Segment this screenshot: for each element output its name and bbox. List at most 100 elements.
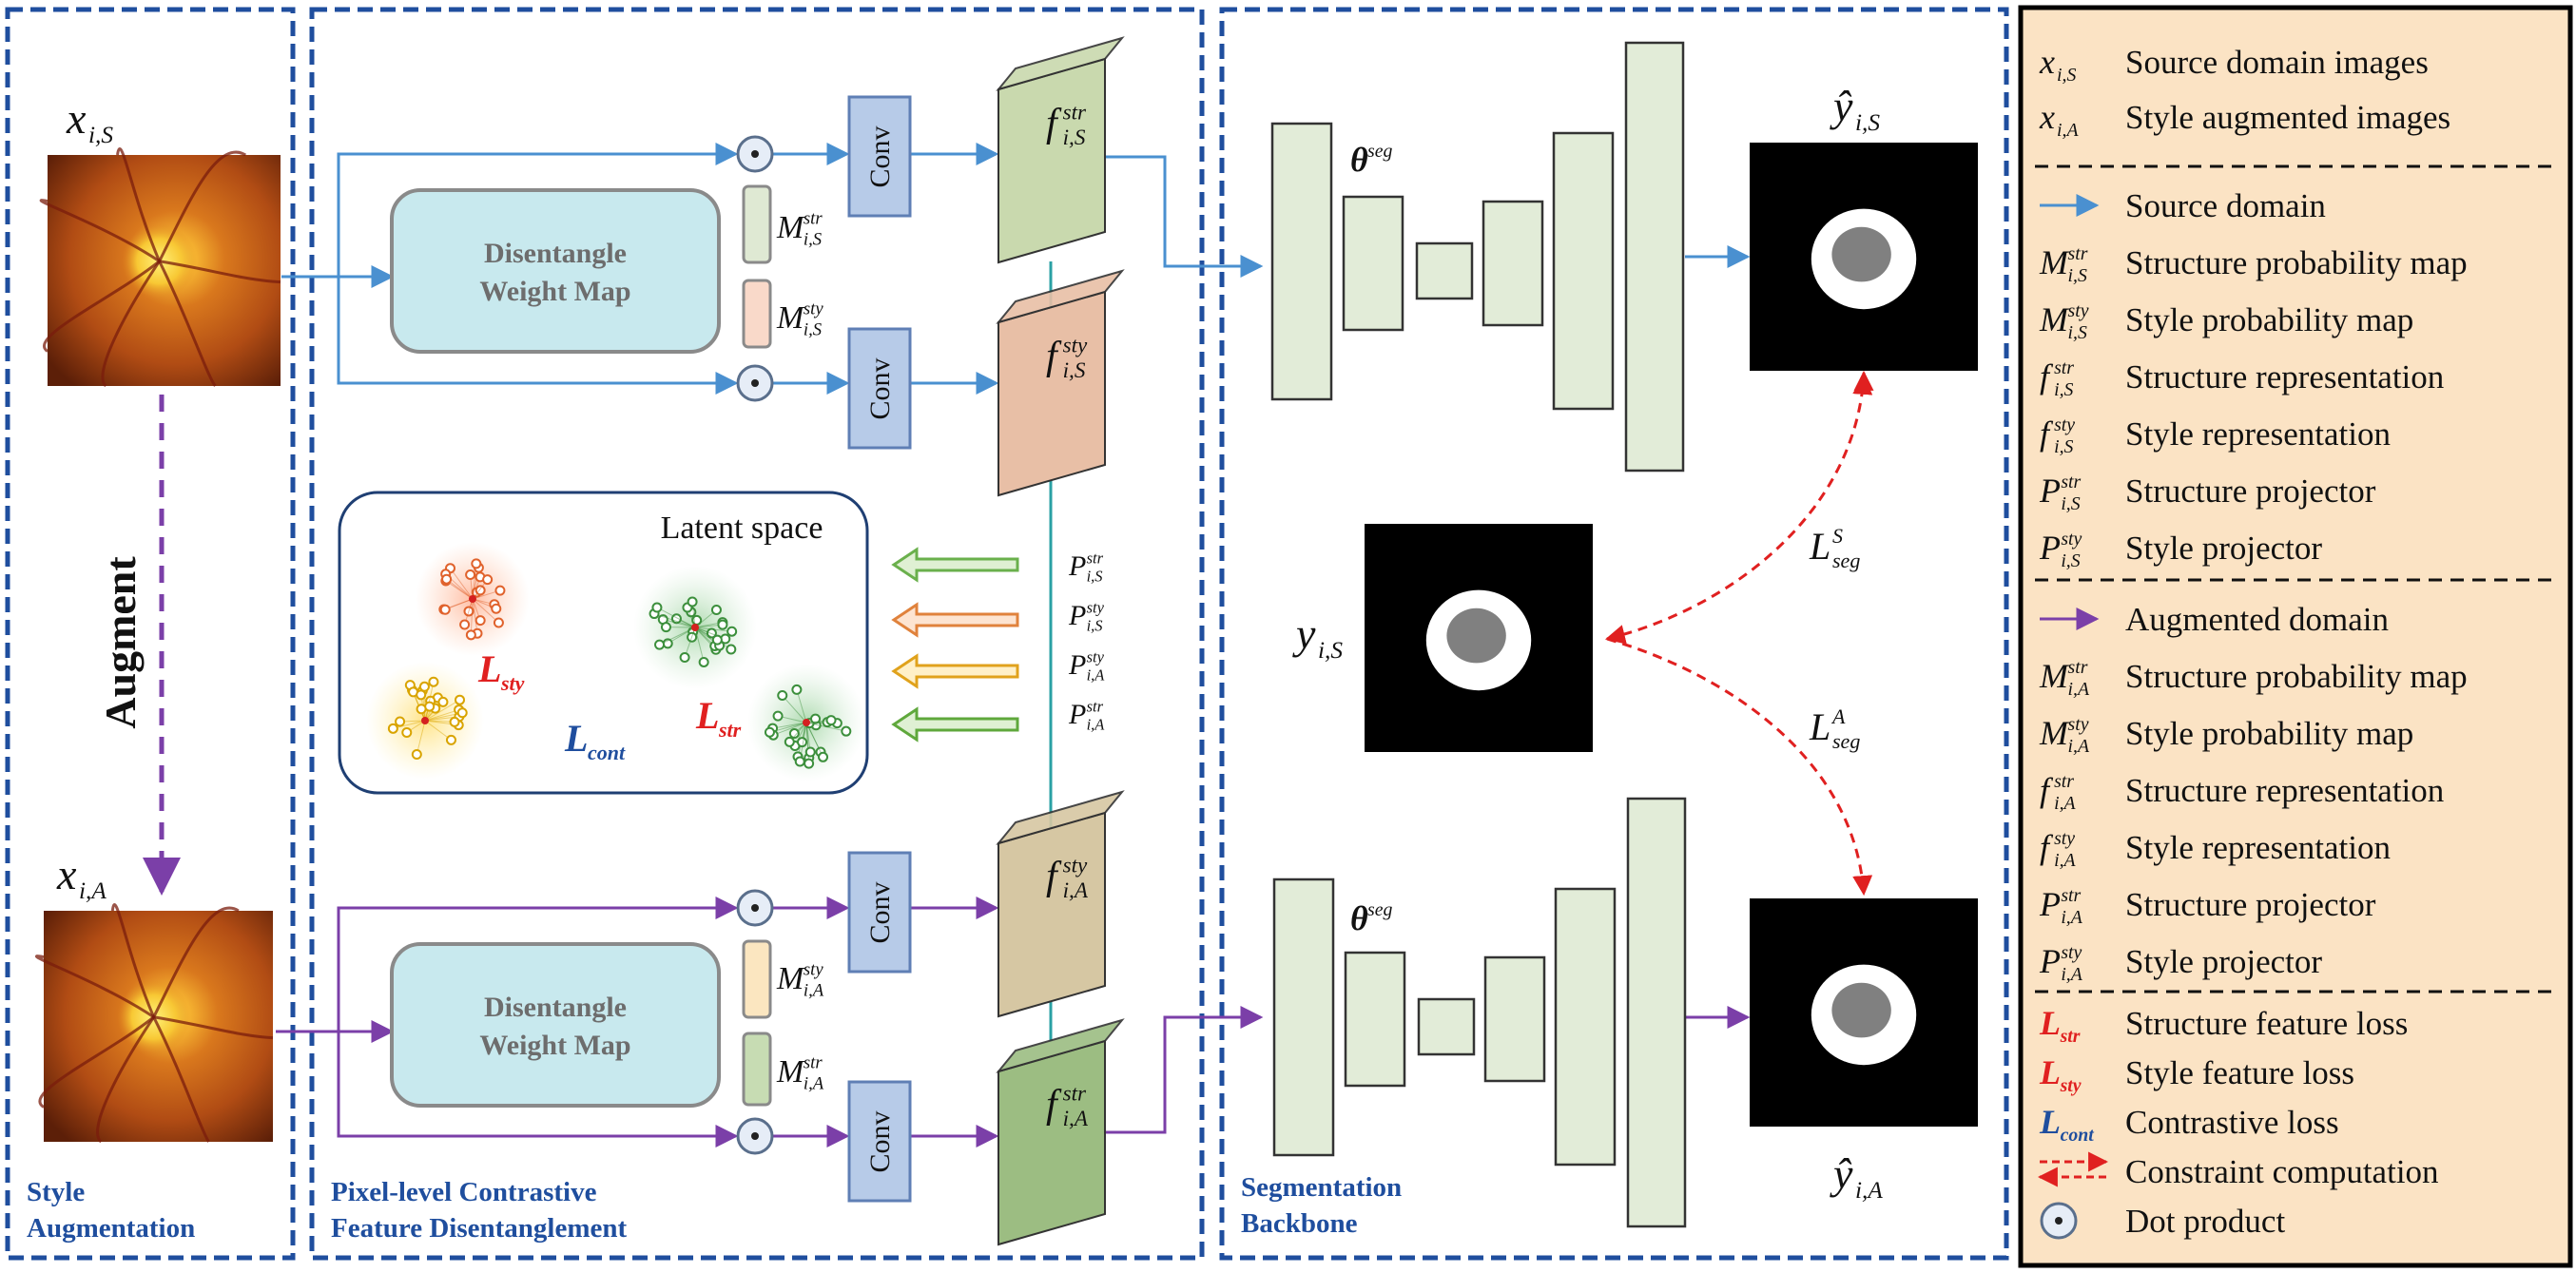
cluster-spoke — [446, 578, 474, 600]
math-sub: i,S — [804, 319, 823, 339]
math-var: L — [2039, 1004, 2061, 1042]
cluster-yellow — [366, 662, 484, 780]
math-sub: cont — [2061, 1125, 2095, 1146]
math-sup: str — [2061, 885, 2081, 906]
constraint-arrow-augmented — [1606, 637, 1873, 897]
feature-slab-src-sty — [996, 269, 1125, 497]
legend-text: Source domain images — [2125, 44, 2429, 81]
cluster-point — [841, 725, 852, 737]
cluster-spoke — [424, 712, 463, 722]
math-sup: sty — [2068, 300, 2089, 321]
dot-src-str — [736, 135, 774, 173]
conv-label: Conv — [864, 357, 896, 419]
frame-segmentation-backbone — [1219, 7, 2009, 1261]
unet-block — [1626, 797, 1687, 1228]
cluster-spoke — [769, 722, 807, 733]
legend-text: Style augmented images — [2125, 99, 2450, 136]
cluster-point — [706, 627, 717, 639]
cluster-point — [395, 716, 406, 727]
cluster-point — [791, 684, 803, 695]
math-sub: i,A — [2068, 736, 2090, 757]
cluster-point — [456, 707, 468, 719]
weight-map-label: Disentangle — [484, 238, 627, 269]
math-var: M — [2039, 657, 2070, 695]
legend-panel — [2018, 5, 2573, 1268]
math-var: M — [2039, 300, 2070, 338]
feature-slab-aug-str — [996, 1018, 1125, 1246]
math-var: M — [776, 300, 805, 336]
slab-top — [996, 269, 1125, 324]
cluster-point — [424, 701, 436, 712]
conv-box — [847, 851, 912, 974]
math-sub: i,S — [1087, 568, 1103, 586]
cluster-point — [471, 558, 482, 569]
cluster-point — [465, 629, 476, 641]
unet-block — [1554, 887, 1617, 1167]
legend-text: Structure projector — [2125, 886, 2376, 923]
math-sub: sty — [500, 671, 525, 695]
math-var: θ — [1350, 899, 1368, 937]
math-var: M — [2039, 243, 2070, 281]
math-sub: i,S — [2061, 550, 2080, 571]
dot-product-center — [2055, 1217, 2063, 1225]
math-sub: i,S — [2057, 65, 2076, 86]
cluster-point — [651, 602, 663, 613]
cluster-point — [401, 726, 413, 738]
cluster-center — [803, 719, 810, 726]
math-var: L — [2039, 1053, 2061, 1091]
blood-vessel — [38, 1015, 155, 1109]
math-var: L — [1809, 525, 1830, 568]
cluster-point — [784, 736, 795, 747]
legend-text: Style feature loss — [2125, 1054, 2354, 1091]
cluster-spoke — [799, 722, 807, 762]
conv-label: Conv — [864, 881, 896, 943]
legend-text: Style probability map — [2125, 301, 2413, 338]
dot-product-center — [751, 904, 759, 912]
latent-space-title: Latent space — [661, 511, 823, 546]
projector-arrow-str-S — [891, 547, 1019, 583]
dot-aug-sty — [736, 889, 774, 927]
math-sub: i,S — [2061, 493, 2080, 514]
cluster-point — [710, 604, 722, 615]
cluster-point — [726, 626, 738, 637]
cluster-spoke — [684, 627, 696, 658]
cluster-spoke — [653, 613, 696, 628]
math-sub: i,A — [2054, 850, 2076, 871]
math-sub: i,S — [1063, 357, 1086, 382]
math-sup: str — [1063, 99, 1087, 124]
gt-mask — [1365, 524, 1593, 752]
map-bar-src-str — [742, 184, 772, 264]
cluster-point — [660, 622, 671, 633]
section-title-pixel: Feature Disentanglement — [331, 1213, 627, 1244]
math-var: L — [564, 717, 588, 760]
weight-map-label: Weight Map — [479, 276, 630, 307]
math-sub: i,S — [2068, 322, 2087, 343]
section-title-style-aug: Style — [27, 1177, 85, 1207]
math-var: ŷ — [1830, 1149, 1853, 1198]
map-bar-src-sty — [742, 279, 772, 349]
cluster-red — [416, 542, 530, 656]
blood-vessel — [116, 147, 161, 262]
cluster-point — [441, 573, 453, 585]
weight-map-label: Weight Map — [479, 1030, 630, 1061]
cluster-point — [679, 652, 690, 664]
legend-text: Dot product — [2125, 1203, 2285, 1240]
cluster-spoke — [472, 598, 478, 634]
augmented-retina-image — [35, 903, 274, 1144]
cluster-spoke — [472, 598, 499, 624]
math-var: M — [776, 961, 805, 996]
slab-body — [997, 1039, 1106, 1246]
math-sup: str — [2054, 771, 2074, 792]
